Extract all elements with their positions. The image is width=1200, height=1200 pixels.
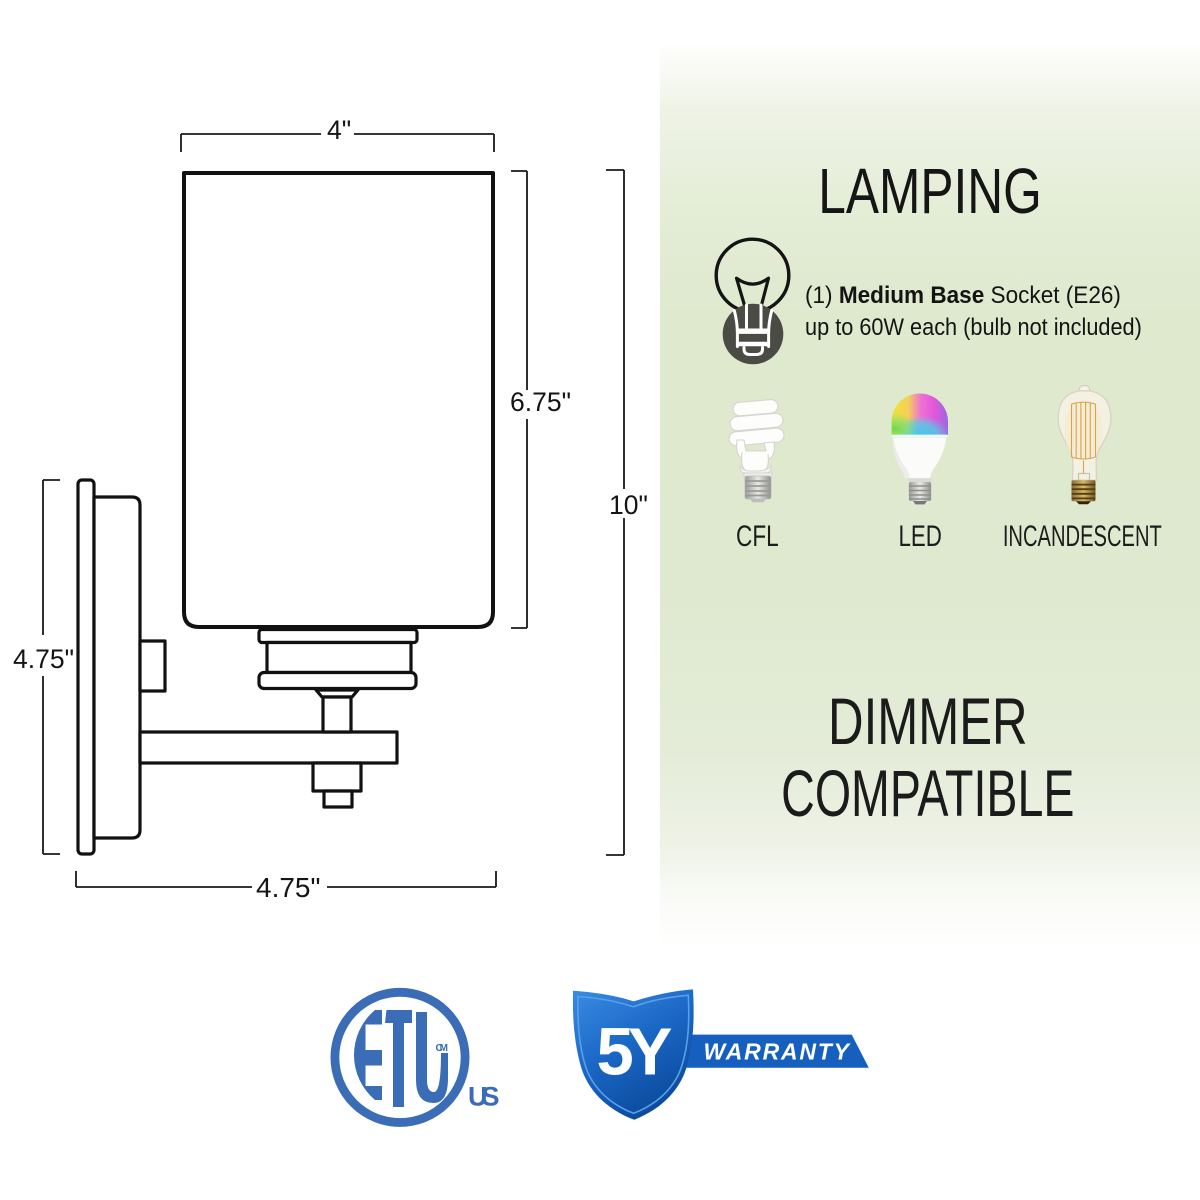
svg-text:WARRANTY: WARRANTY [704, 1039, 852, 1065]
svg-text:5Y: 5Y [597, 1015, 673, 1090]
svg-text:4.75": 4.75" [13, 644, 74, 674]
svg-text:CM: CM [436, 1043, 449, 1054]
svg-text:US: US [468, 1081, 500, 1111]
svg-text:4": 4" [327, 115, 351, 145]
svg-text:10": 10" [609, 490, 648, 520]
svg-text:4.75": 4.75" [256, 872, 320, 903]
svg-text:6.75": 6.75" [510, 387, 571, 417]
